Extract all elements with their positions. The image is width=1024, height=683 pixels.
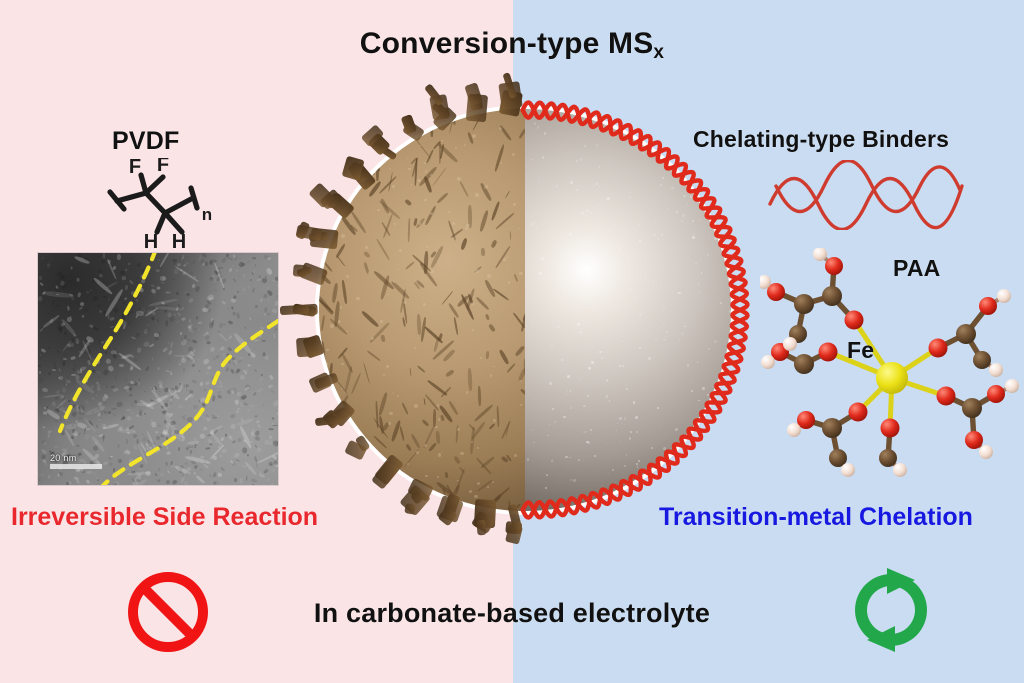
figure-title: Conversion-type MSx — [0, 27, 1024, 64]
tem-image-texture — [38, 253, 278, 485]
sei-debris-chunk — [476, 519, 487, 536]
sei-debris-chunk — [292, 264, 308, 278]
paa-label: PAA — [893, 255, 941, 281]
figure-title-text: Conversion-type MS — [359, 27, 654, 60]
chelating-binders-label: Chelating-type Binders — [693, 126, 950, 152]
transition-metal-chelation-label: Transition-metal Chelation — [659, 503, 973, 531]
particle-protected-half — [525, 109, 731, 511]
tem-micrograph: 20 nm — [38, 253, 278, 485]
binder-coil-icon — [768, 160, 964, 230]
pvdf-atom-f-left: F — [129, 158, 141, 178]
figure-title-subscript: x — [653, 42, 665, 63]
fe-label: Fe — [847, 337, 875, 363]
pvdf-polymer-structure: F F H H n — [107, 158, 212, 250]
bottom-caption: In carbonate-based electrolyte — [313, 598, 711, 628]
tem-scale-bar — [50, 464, 102, 469]
pvdf-label: PVDF — [112, 127, 180, 155]
tem-scale-bar-label: 20 nm — [50, 453, 77, 463]
conversion-type-particle — [279, 72, 755, 545]
particle-body — [315, 105, 735, 515]
hydrogen-atoms — [760, 248, 1019, 477]
prohibition-icon — [128, 572, 208, 652]
irreversible-side-reaction-label: Irreversible Side Reaction — [11, 503, 319, 531]
pvdf-atom-h-right: H — [172, 231, 186, 250]
sei-debris-chunk — [296, 337, 318, 358]
fe-center-atom — [876, 362, 908, 394]
pvdf-atom-f-right: F — [157, 158, 169, 176]
fe-paa-chelation-molecule — [760, 248, 1019, 477]
tem-sei-boundary-annotation — [57, 253, 278, 485]
pvdf-repeat-n: n — [202, 205, 212, 224]
carbon-atoms — [789, 286, 991, 467]
sei-debris-chunk — [279, 304, 309, 316]
oxygen-atoms — [767, 257, 1005, 449]
pvdf-atom-h-left: H — [144, 231, 158, 250]
recycle-icon — [855, 568, 927, 652]
